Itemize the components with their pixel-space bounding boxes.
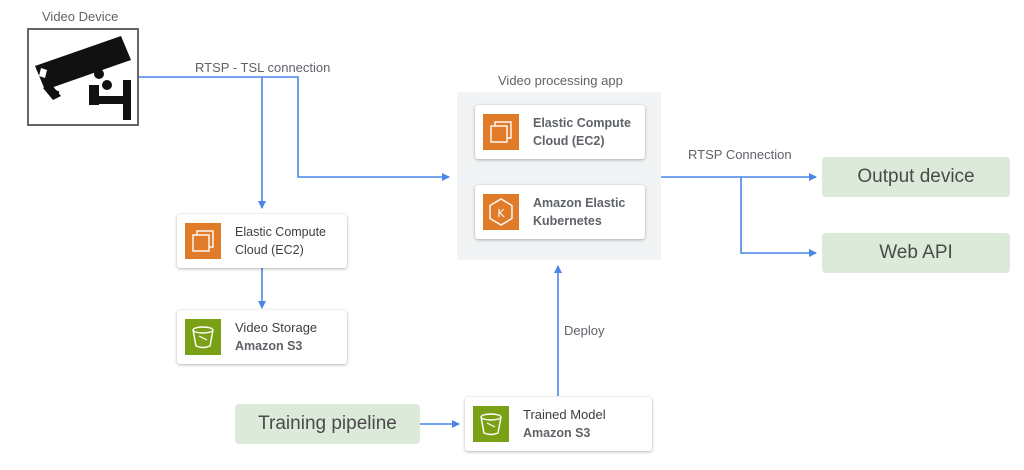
video-device xyxy=(27,28,139,126)
eks-app-line1: Amazon Elastic xyxy=(533,196,626,210)
web-api-node: Web API xyxy=(822,233,1010,273)
trained-model-subtitle: Amazon S3 xyxy=(523,426,591,440)
video-storage-subtitle: Amazon S3 xyxy=(235,339,303,353)
s3-bucket-icon xyxy=(473,406,509,442)
trained-model-title: Trained Model xyxy=(523,407,606,422)
output-device-node: Output device xyxy=(822,157,1010,197)
ec2-app-line2: Cloud (EC2) xyxy=(533,134,605,148)
rtsp-tsl-label: RTSP - TSL connection xyxy=(195,60,331,75)
svg-text:K: K xyxy=(497,207,505,220)
video-processing-app-label: Video processing app xyxy=(498,73,623,88)
training-pipeline-node: Training pipeline xyxy=(235,404,420,444)
s3-bucket-icon xyxy=(185,319,221,355)
ec2-storage-line1: Elastic Compute xyxy=(235,225,327,239)
ec2-storage-line2: Cloud (EC2) xyxy=(235,243,304,257)
ec2-storage-node: Elastic Compute Cloud (EC2) xyxy=(177,214,347,268)
ec2-app-node: Elastic Compute Cloud (EC2) xyxy=(475,105,645,159)
security-camera-icon xyxy=(35,36,131,120)
deploy-label: Deploy xyxy=(564,323,605,338)
eks-app-line2: Kubernetes xyxy=(533,214,602,228)
kubernetes-icon: K xyxy=(483,194,519,230)
trained-model-node: Trained Model Amazon S3 xyxy=(465,397,652,451)
video-storage-node: Video Storage Amazon S3 xyxy=(177,310,347,364)
eks-app-node: K Amazon Elastic Kubernetes xyxy=(475,185,645,239)
ec2-icon xyxy=(483,114,519,150)
video-storage-title: Video Storage xyxy=(235,320,318,335)
ec2-icon xyxy=(185,223,221,259)
video-device-label: Video Device xyxy=(42,9,119,24)
ec2-app-line1: Elastic Compute xyxy=(533,116,631,130)
rtsp-connection-label: RTSP Connection xyxy=(688,147,792,162)
